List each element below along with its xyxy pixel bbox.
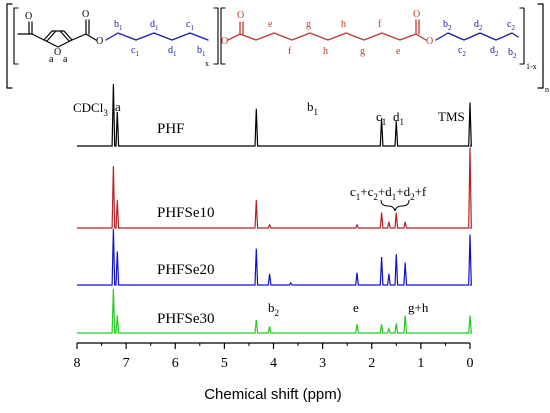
polymer-structure: O O O O a a O O O O (6, 3, 544, 89)
svg-text:O: O (426, 36, 433, 47)
series-label-PHFSe30: PHFSe30 (157, 311, 215, 327)
x-tick-label-7: 7 (123, 356, 130, 371)
x-axis: 8 7 6 5 4 3 2 1 0 Chemical shift (ppm) (74, 342, 474, 403)
one-minus-x-bracket-right (519, 7, 525, 65)
struct-f2: f (288, 46, 292, 57)
hexylene-chain-2 (435, 32, 519, 41)
svg-text:O: O (413, 9, 420, 20)
outer-bracket-right (537, 3, 544, 89)
svg-text:O: O (221, 36, 228, 47)
x-tick-label-5: 5 (221, 356, 228, 371)
series-label-PHF: PHF (157, 121, 185, 137)
series-labels: PHF PHFSe10 PHFSe20 PHFSe30 (157, 121, 215, 327)
spectrum-PHFSe20 (77, 228, 472, 286)
outer-bracket-left (6, 3, 13, 89)
struct-x: x (205, 59, 209, 68)
struct-c1b: c1 (131, 45, 139, 58)
annotation-cdcl3: CDCl3 (73, 100, 108, 118)
x-axis-ticks (76, 343, 471, 349)
spectra (77, 83, 472, 334)
annotation-b1: b1 (307, 99, 318, 117)
svg-text:O: O (237, 10, 244, 21)
struct-h1: h (341, 19, 346, 30)
x-bracket-left (13, 7, 19, 65)
x-tick-label-4: 4 (270, 356, 277, 371)
annotation-b2: b2 (268, 300, 279, 318)
one-minus-x-bracket-left (220, 7, 226, 65)
struct-d1b: d1 (168, 45, 177, 58)
struct-n: n (545, 85, 549, 94)
struct-d2b: d2 (490, 45, 499, 58)
svg-text:O: O (96, 36, 103, 47)
struct-c2b: c2 (458, 45, 466, 58)
struct-b1b: b1 (197, 45, 206, 58)
x-axis-tick-labels: 8 7 6 5 4 3 2 1 0 (74, 356, 474, 371)
annotation-tms: TMS (438, 109, 465, 124)
x-bracket-right (213, 7, 219, 65)
struct-c1: c1 (186, 19, 194, 32)
x-tick-label-0: 0 (467, 356, 474, 371)
struct-b2b: b2 (508, 47, 517, 60)
spectrum-PHF (77, 83, 472, 147)
struct-one-minus-x: 1-x (526, 62, 537, 71)
annotation-d1: d1 (393, 109, 404, 127)
series-label-PHFSe20: PHFSe20 (157, 262, 215, 278)
spectrum-PHFSe10 (77, 147, 472, 229)
struct-label-a2: a (63, 54, 68, 65)
x-tick-label-3: 3 (319, 356, 326, 371)
annotation-combined-brace (380, 199, 410, 212)
hexylene-chain-1 (105, 32, 209, 41)
annotation-a: a (115, 99, 121, 114)
svg-text:O: O (25, 11, 32, 22)
annotation-gh: g+h (408, 300, 429, 315)
struct-h2: h (323, 46, 328, 57)
struct-g1: g (306, 19, 311, 30)
svg-text:O: O (82, 9, 89, 20)
annotation-e: e (353, 300, 359, 315)
struct-b2: b2 (443, 19, 452, 32)
struct-g2: g (360, 46, 365, 57)
struct-d1: d1 (150, 19, 159, 32)
series-label-PHFSe10: PHFSe10 (157, 205, 215, 221)
peak-annotations: CDCl3 a b1 c1 d1 TMS c1+c2+d1+d2+f b2 e … (73, 99, 465, 318)
annotation-c1: c1 (376, 109, 386, 127)
struct-label-a1: a (49, 54, 54, 65)
struct-e2: e (396, 46, 401, 57)
x-tick-label-1: 1 (417, 356, 424, 371)
x-tick-label-6: 6 (172, 356, 179, 371)
sebacate-chain (227, 19, 427, 41)
structure-labels: b1 d1 c1 c1 d1 b1 x e g h f f h g e b2 d… (114, 19, 549, 94)
x-tick-label-8: 8 (74, 356, 81, 371)
x-axis-title: Chemical shift (ppm) (204, 386, 342, 403)
struct-e1: e (268, 19, 273, 30)
annotation-combined: c1+c2+d1+d2+f (350, 184, 427, 202)
struct-f1: f (378, 19, 382, 30)
furan-ring (17, 19, 97, 48)
spectrum-PHFSe30 (77, 288, 472, 334)
struct-b1: b1 (114, 19, 123, 32)
x-tick-label-2: 2 (368, 356, 375, 371)
svg-text:O: O (54, 47, 61, 58)
struct-d2: d2 (474, 19, 483, 32)
struct-c2: c2 (507, 19, 515, 32)
